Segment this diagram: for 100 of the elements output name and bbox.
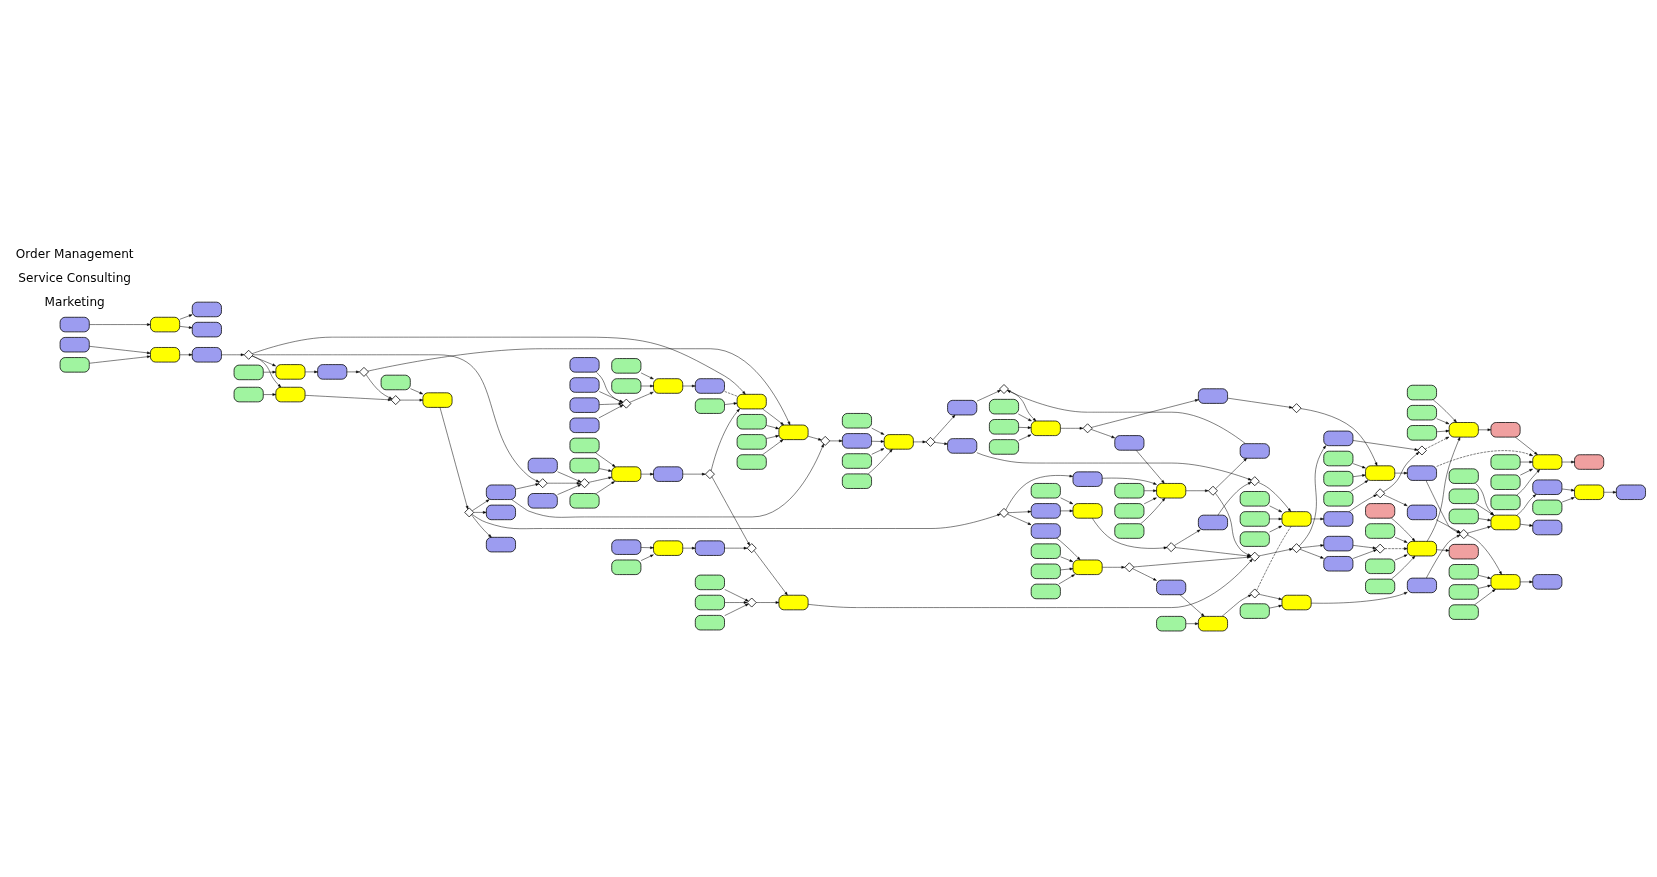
- node-box: [1030, 543, 1061, 559]
- arrow: [682, 384, 696, 388]
- node-box: [1448, 544, 1479, 560]
- arrow: [724, 589, 749, 602]
- arrow: [871, 448, 885, 455]
- arrow: [807, 436, 822, 441]
- node-box: [527, 493, 558, 509]
- node-box: [694, 615, 725, 631]
- arrow: [1215, 458, 1247, 489]
- arrow: [724, 402, 738, 405]
- arrow: [1350, 480, 1369, 492]
- arrow: [1394, 471, 1408, 475]
- node-box: [1448, 604, 1479, 620]
- arrow: [1007, 513, 1032, 525]
- arrow: [1475, 503, 1494, 516]
- arrow: [1394, 554, 1408, 561]
- arrow: [1298, 445, 1327, 547]
- arrow: [1056, 538, 1081, 561]
- arrow: [1005, 474, 1073, 511]
- arrow: [913, 440, 927, 444]
- node-box: [694, 540, 725, 556]
- arrow: [724, 601, 748, 604]
- node-diamond: [925, 437, 936, 447]
- arrow: [1475, 483, 1494, 516]
- node-box: [1323, 535, 1354, 552]
- arrow: [599, 391, 624, 403]
- node-box: [1365, 558, 1396, 574]
- arrow: [1425, 480, 1461, 534]
- node-box: [1448, 564, 1479, 580]
- arrow: [1221, 594, 1252, 617]
- node-box: [1448, 508, 1479, 525]
- node-box: [1490, 574, 1521, 590]
- arrow: [1258, 548, 1293, 557]
- node-box: [989, 439, 1019, 455]
- node-box: [1532, 479, 1563, 495]
- arrow: [179, 353, 193, 357]
- arrow: [1175, 547, 1251, 558]
- node-box: [1490, 422, 1521, 438]
- node-box: [1448, 468, 1479, 484]
- arrow: [756, 601, 780, 604]
- arrow: [1217, 482, 1252, 516]
- node-box: [1030, 583, 1061, 600]
- arrow: [976, 390, 1001, 402]
- arrow: [1269, 505, 1283, 513]
- arrow: [1060, 497, 1074, 505]
- node-box: [1406, 425, 1437, 441]
- node-box: [989, 398, 1019, 415]
- node-box: [569, 377, 600, 393]
- arrow: [710, 408, 740, 472]
- node-box: [1114, 503, 1145, 519]
- node-box: [59, 337, 90, 353]
- node-box: [841, 453, 872, 469]
- arrow: [179, 326, 193, 329]
- node-box: [1490, 494, 1521, 510]
- arrow: [1300, 408, 1378, 466]
- node-box: [1114, 523, 1145, 539]
- arrow: [1092, 518, 1168, 550]
- arrow: [766, 435, 780, 439]
- arrow: [1603, 490, 1617, 494]
- arrow: [1102, 566, 1125, 569]
- arrow: [1383, 452, 1420, 493]
- arrow: [1348, 494, 1378, 512]
- node-box: [1072, 503, 1103, 519]
- node-box: [569, 457, 600, 474]
- node-diamond: [1166, 542, 1177, 553]
- arrow: [1478, 428, 1492, 432]
- node-box: [611, 358, 642, 374]
- node-box: [1281, 594, 1312, 611]
- node-box: [611, 466, 642, 482]
- node-box: [1030, 563, 1061, 579]
- arrow: [253, 354, 540, 483]
- arrow: [1352, 474, 1366, 477]
- node-box: [485, 484, 516, 500]
- arrow: [471, 514, 492, 538]
- node-box: [1490, 454, 1521, 470]
- arrow: [1018, 434, 1032, 441]
- arrow: [595, 452, 616, 467]
- arrow: [305, 395, 392, 402]
- arrow: [547, 481, 581, 485]
- arrow: [629, 391, 654, 403]
- arrow: [1258, 482, 1291, 512]
- arrow: [1516, 494, 1537, 516]
- arrow: [1515, 436, 1538, 455]
- node-box: [1281, 511, 1312, 527]
- arrow: [596, 372, 623, 403]
- arrow: [515, 483, 540, 490]
- node-box: [569, 397, 600, 413]
- node-box: [1448, 422, 1479, 438]
- arrow: [1436, 549, 1450, 552]
- node-box: [1406, 384, 1437, 401]
- arrow: [179, 314, 193, 320]
- node-box: [59, 316, 90, 333]
- label: Marketing: [44, 294, 105, 309]
- arrow: [1467, 526, 1492, 534]
- arrow: [1310, 592, 1408, 604]
- arrow: [1426, 436, 1461, 542]
- node-box: [653, 378, 684, 394]
- arrow: [1433, 399, 1457, 423]
- arrow: [367, 348, 791, 426]
- arrow: [410, 388, 424, 395]
